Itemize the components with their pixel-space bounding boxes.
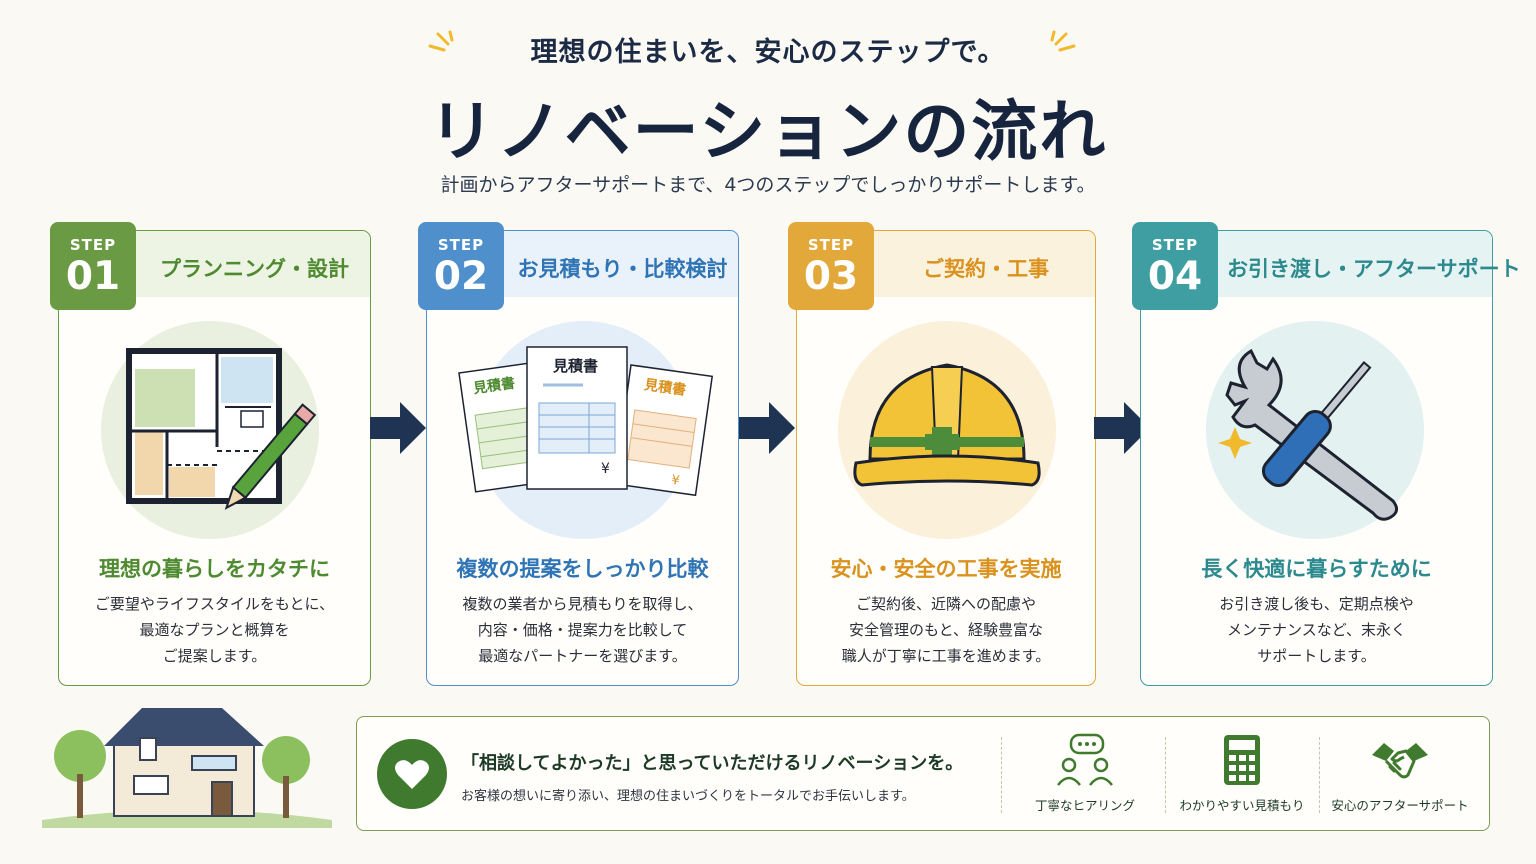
header-lead: 計画からアフターサポートまで、4つのステップでしっかりサポートします。 bbox=[440, 174, 1096, 196]
step-heading: 複数の提案をしっかり比較 bbox=[456, 557, 709, 581]
step-title: プランニング・設計 bbox=[160, 257, 349, 281]
step-description: ご要望やライフスタイルをもとに、最適なプランと概算をご提案します。 bbox=[94, 595, 335, 665]
step-heading: 長く快適に暮らすために bbox=[1201, 557, 1432, 581]
heart-icon bbox=[395, 760, 429, 789]
divider bbox=[1165, 737, 1166, 813]
svg-text:見積書: 見積書 bbox=[471, 374, 516, 397]
step-card-04: STEP 04 お引き渡し・アフターサポート 長く快適に暮らすために お引き渡し… bbox=[1132, 222, 1521, 686]
page-title: リノベーションの流れ bbox=[428, 93, 1108, 170]
divider bbox=[1319, 737, 1320, 813]
step-title: お見積もり・比較検討 bbox=[517, 257, 728, 281]
step-card-01: STEP 01 プランニング・設計 理想の暮らしをカタチに ご要望やライフスタイ… bbox=[50, 222, 371, 686]
house-illustration-icon bbox=[42, 708, 332, 828]
svg-text:¥: ¥ bbox=[601, 461, 610, 477]
estimate-documents-icon: 見積書 見積書 ¥ 見積書 ¥ bbox=[458, 346, 714, 497]
step-badge: STEP 01 bbox=[50, 222, 136, 310]
closing-message: 「相談してよかった」と思っていただけるリノベーションを。 bbox=[461, 753, 964, 774]
step-heading: 理想の暮らしをカタチに bbox=[99, 557, 330, 581]
svg-text:¥: ¥ bbox=[670, 473, 680, 489]
arrow-right-icon bbox=[739, 402, 795, 454]
step-description: お引き渡し後も、定期点検やメンテナンスなど、末永くサポートします。 bbox=[1219, 595, 1414, 665]
calculator-icon bbox=[1224, 735, 1260, 785]
header-subtitle: 理想の住まいを、安心のステップで。 bbox=[530, 37, 1006, 68]
arrow-right-icon bbox=[1094, 402, 1150, 454]
message-panel: 「相談してよかった」と思っていただけるリノベーションを。 お客様の想いに寄り添い… bbox=[356, 716, 1490, 831]
spark-right-icon bbox=[1050, 30, 1076, 52]
divider bbox=[1001, 737, 1002, 813]
step-badge: STEP 02 bbox=[418, 222, 504, 310]
handshake-icon bbox=[1372, 743, 1428, 779]
step-badge: STEP 03 bbox=[788, 222, 874, 310]
spark-left-icon bbox=[428, 30, 454, 52]
people-chat-icon bbox=[1057, 733, 1113, 786]
step-title: お引き渡し・アフターサポート bbox=[1227, 257, 1521, 281]
step-description: ご契約後、近隣への配慮や安全管理のもと、経験豊富な職人が丁寧に工事を進めます。 bbox=[841, 595, 1051, 665]
closing-sub-message: お客様の想いに寄り添い、理想の住まいづくりをトータルでお手伝いします。 bbox=[461, 789, 915, 804]
step-card-02: STEP 02 お見積もり・比較検討 見積書 見積書 ¥ 見積書 ¥ 複数の提案… bbox=[418, 222, 739, 686]
step-card-03: STEP 03 ご契約・工事 安心・安全の工事を実施 ご契約後、近隣への配慮や安… bbox=[788, 222, 1096, 686]
heart-badge bbox=[377, 739, 447, 809]
step-description: 複数の業者から見積もりを取得し、内容・価格・提案力を比較して最適なパートナーを選… bbox=[462, 595, 703, 665]
step-badge: STEP 04 bbox=[1132, 222, 1218, 310]
floor-plan-icon bbox=[126, 348, 317, 510]
arrow-right-icon bbox=[370, 402, 426, 454]
svg-text:見積書: 見積書 bbox=[552, 357, 598, 375]
wrench-screwdriver-icon bbox=[1218, 348, 1398, 521]
step-title: ご契約・工事 bbox=[923, 257, 1049, 281]
step-heading: 安心・安全の工事を実施 bbox=[830, 557, 1062, 581]
hard-hat-icon bbox=[853, 363, 1041, 487]
svg-text:見積書: 見積書 bbox=[642, 376, 687, 399]
